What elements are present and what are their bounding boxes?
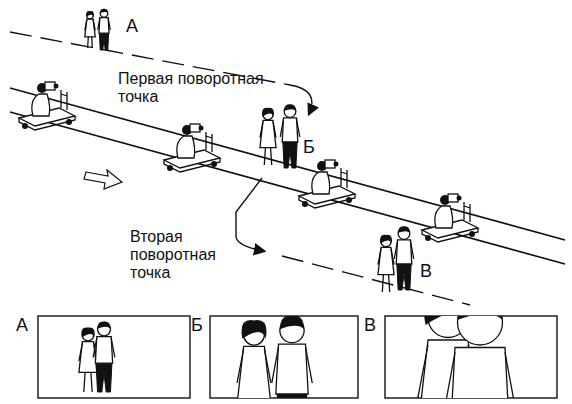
frame-letter: А bbox=[16, 316, 36, 334]
frame-letter: В bbox=[364, 316, 384, 334]
position-letter: Б bbox=[303, 138, 327, 156]
turning-point-label: Вторая поворотная точка bbox=[130, 228, 242, 282]
position-letter: А bbox=[126, 17, 150, 35]
position-letter: В bbox=[420, 262, 444, 280]
frame-letter: Б bbox=[191, 316, 209, 334]
turning-point-label: Первая поворотная точка bbox=[118, 70, 298, 106]
